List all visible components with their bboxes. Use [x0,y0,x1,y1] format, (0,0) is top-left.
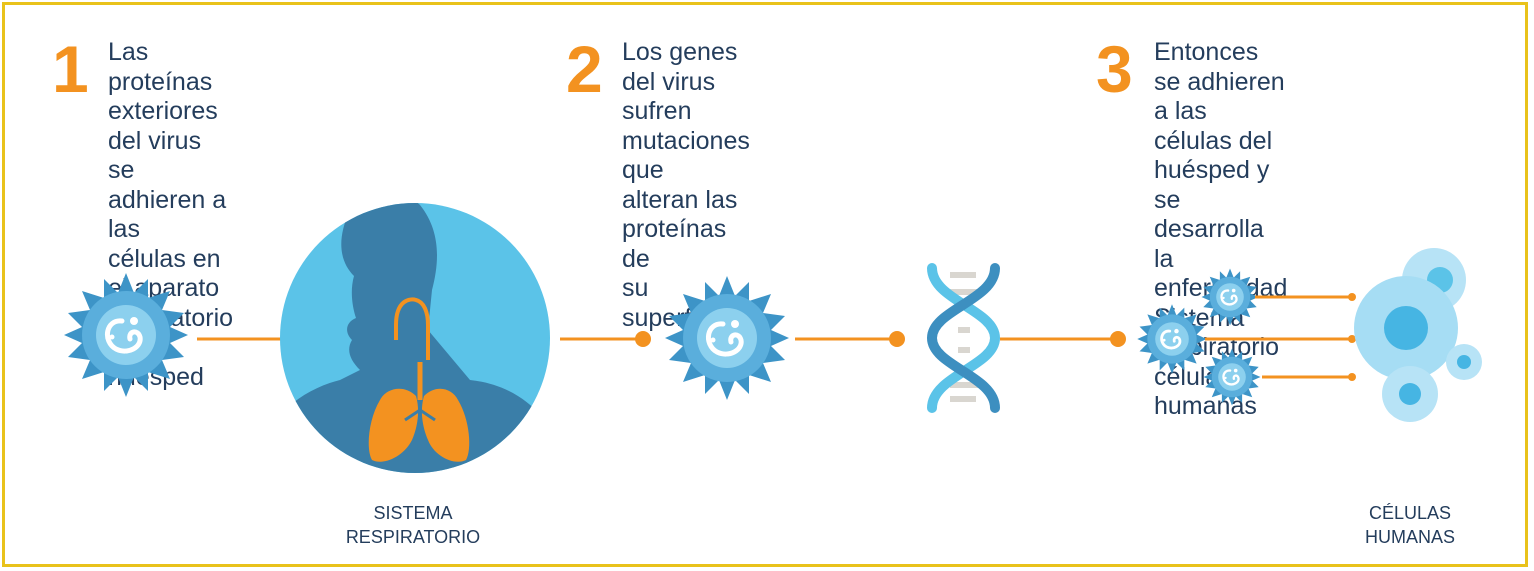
step-2-text: Los genes del virus sufren mutaciones qu… [622,38,750,332]
human-cells-caption: CÉLULAS HUMANAS [1364,503,1455,547]
connector-line [560,331,651,347]
virus-icon [64,273,188,397]
connector-line [795,331,905,347]
virus-icon [1200,267,1260,327]
respiratory-system-caption: SISTEMA RESPIRATORIO [345,503,481,547]
step-3-number: 3 [1096,32,1133,106]
connector-line [1205,335,1356,343]
connector-line [1255,293,1356,301]
virus-icon [1135,302,1209,376]
step-2-number: 2 [566,32,603,106]
connector-line [1262,373,1356,381]
step-1-number: 1 [52,32,89,106]
virus-icon [665,276,789,400]
connector-line [1000,331,1126,347]
human-cells-icon [1354,248,1482,422]
dna-icon [926,263,1001,413]
virus-icon [1202,347,1262,407]
respiratory-system-icon [280,203,550,473]
